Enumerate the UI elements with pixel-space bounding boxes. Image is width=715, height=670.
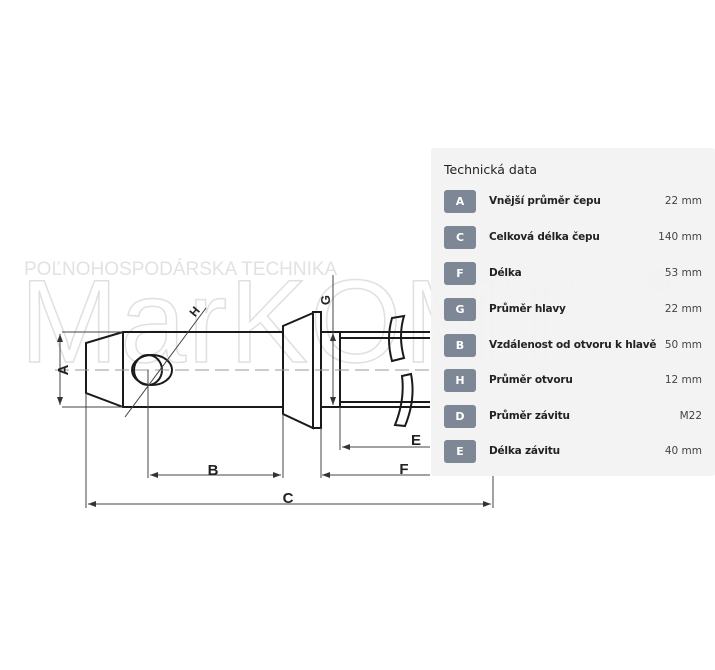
spec-row: B Vzdálenost od otvoru k hlavě 50 mm [444,333,702,357]
spec-code-badge: H [444,368,476,392]
spec-code-badge: F [444,261,476,285]
spec-value: 22 mm [664,195,702,207]
spec-label: Celková délka čepu [489,231,600,243]
spec-value: M22 [679,410,702,422]
spec-label: Délka závitu [489,445,560,457]
spec-code-badge: D [444,404,476,428]
spec-label: Vzdálenost od otvoru k hlavě [489,339,657,351]
spec-value: 53 mm [664,267,702,279]
spec-row: D Průměr závitu M22 [444,404,702,428]
spec-label: Průměr závitu [489,410,570,422]
spec-value: 140 mm [658,231,702,243]
spring-clip-top [388,314,406,363]
watermark-tagline: POĽNOHOSPODÁRSKA TECHNIKA [24,259,338,280]
spec-label: Průměr otvoru [489,374,573,386]
spec-value: 40 mm [664,445,702,457]
spec-row: H Průměr otvoru 12 mm [444,368,702,392]
dimension-arrows [57,333,491,507]
dim-label-g: G [318,295,333,305]
spec-row: G Průměr hlavy 22 mm [444,297,702,321]
spec-label: Průměr hlavy [489,303,566,315]
dim-label-f: F [399,461,408,478]
dimension-lines [59,275,494,508]
spec-code-badge: A [444,189,476,213]
spec-row: E Délka závitu 40 mm [444,439,702,463]
dim-label-c: C [283,490,294,507]
spec-label: Délka [489,267,522,279]
spec-value: 12 mm [664,374,702,386]
spring-clip-bottom [393,372,414,428]
panel-title: Technická data [444,162,538,177]
spec-label: Vnější průměr čepu [489,195,601,207]
spec-row: C Celková délka čepu 140 mm [444,225,702,249]
spec-code-badge: E [444,439,476,463]
dim-label-b: B [208,462,219,479]
spec-code-badge: G [444,297,476,321]
spec-value: 50 mm [664,339,702,351]
dim-label-e: E [411,432,421,449]
spec-row: F Délka 53 mm [444,261,702,285]
spec-code-badge: C [444,225,476,249]
spec-row: A Vnější průměr čepu 22 mm [444,189,702,213]
spec-code-badge: B [444,333,476,357]
dim-label-a: A [55,364,72,375]
spec-value: 22 mm [664,303,702,315]
